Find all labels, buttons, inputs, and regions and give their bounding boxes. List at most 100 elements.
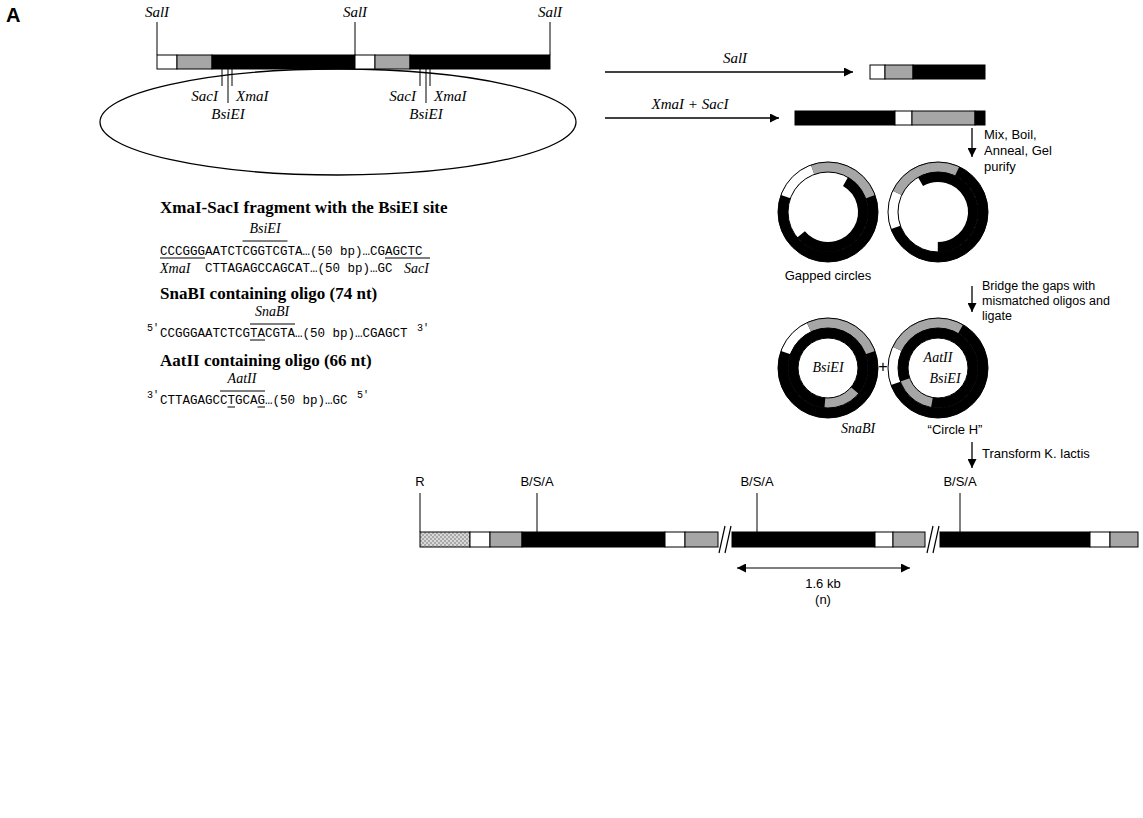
ring-white — [770, 310, 885, 425]
enzyme-label: SacI — [404, 261, 429, 277]
dna-sequence: CTTAGAGCCAGCAT…(50 bp)…GC — [205, 261, 393, 277]
xmai-tick — [232, 69, 233, 86]
ring-white — [770, 154, 885, 269]
plasmid-outline — [100, 69, 576, 175]
plasmid-insert-bar — [157, 55, 550, 69]
grey-segment — [177, 55, 212, 69]
xmai-saci-fragment — [795, 111, 985, 125]
ligated-circle — [768, 308, 888, 428]
array-ticks — [420, 493, 960, 532]
inner-strand — [890, 164, 986, 260]
ring-outline — [888, 318, 988, 418]
node-text: BsiEI — [409, 106, 442, 123]
step-arrow — [971, 286, 972, 312]
ring-outline — [778, 318, 878, 418]
edge-label: Transform K. lactis — [982, 446, 1132, 462]
black-segment — [795, 111, 895, 125]
node-text: SnaBI — [841, 421, 875, 437]
sequence-marks — [160, 241, 430, 407]
ring-grey — [878, 152, 998, 272]
edge-label: Bridge the gaps with mismatched oligos a… — [982, 279, 1137, 324]
site-tick — [757, 493, 758, 532]
site-overline — [220, 391, 265, 392]
gapped-circle — [770, 154, 885, 269]
node-text: BsiEI — [929, 371, 960, 387]
white-segment — [665, 532, 685, 547]
dotted-segment — [420, 532, 470, 547]
step-label: Mix, Boil, Anneal, Gel purify — [984, 127, 1076, 175]
white-segment — [875, 532, 893, 547]
digest-arrow — [605, 117, 779, 118]
black-segment — [940, 532, 1090, 547]
white-segment — [157, 55, 177, 69]
node-text: B/S/A — [943, 474, 976, 490]
section-heading: XmaI-SacI fragment with the BsiEI site — [160, 198, 448, 218]
dna-sequence: CCCGGGAATCTCGGTCGTA…(50 bp)…CGAGCTC — [160, 244, 423, 260]
break-marks — [719, 526, 939, 553]
site-label: AatII — [228, 371, 257, 387]
grey-segment — [1110, 532, 1138, 547]
dna-sequence: CCGGGAATCTCGTACGTA…(50 bp)…CGAGCT — [160, 326, 408, 342]
ring-grey — [878, 308, 998, 428]
tandem-array-bar — [420, 532, 1138, 547]
site-label: BsiEI — [249, 221, 280, 237]
bsiei-tick — [228, 69, 229, 103]
ring-outline — [888, 162, 988, 262]
break-slash — [933, 526, 939, 553]
sali-tick — [550, 22, 551, 55]
ligated-circle — [878, 308, 998, 428]
site-tick — [960, 493, 961, 532]
gapped-circle — [878, 152, 998, 272]
node-text: AatII — [924, 350, 953, 366]
grey-segment — [912, 111, 975, 125]
node-text: BsiEI — [812, 360, 843, 376]
node-text: SalI — [538, 4, 562, 21]
grey-segment — [375, 55, 410, 69]
node-text: XmaI — [236, 88, 269, 105]
node-text: SacI — [389, 88, 416, 105]
black-segment — [913, 65, 985, 79]
step-arrow — [971, 128, 972, 157]
site-overline — [243, 241, 288, 242]
node-text: (n) — [815, 592, 831, 608]
white-segment — [470, 532, 490, 547]
black-segment — [522, 532, 665, 547]
oligo-segment — [897, 327, 978, 408]
node-text: SalI — [145, 4, 169, 21]
node-text: BsiEI — [211, 106, 244, 123]
break-slash — [927, 526, 933, 553]
node-text: XmaI — [434, 88, 467, 105]
black-segment — [732, 532, 875, 547]
node-text: SacI — [191, 88, 218, 105]
break-slash — [725, 526, 731, 553]
ligated-circles: BsiEI SnaBI + AatII BsiEI “Circle H” — [775, 312, 1000, 442]
ring-outline — [798, 338, 858, 398]
sali-tick — [157, 22, 158, 55]
saci-tick — [222, 69, 223, 86]
node-text: + — [878, 358, 887, 376]
node-text: 1.6 kb — [805, 576, 840, 592]
ring-white — [880, 154, 995, 269]
integrated-array: RB/S/AB/S/AB/S/A1.6 kb(n) — [412, 468, 1142, 610]
bsiei-tick — [426, 69, 427, 103]
node-text: B/S/A — [520, 474, 553, 490]
ring-outline — [778, 162, 878, 262]
enzyme-label: XmaI + SacI — [652, 96, 729, 113]
dimension-arrow — [737, 567, 910, 568]
black-segment — [410, 55, 550, 69]
ring-grey — [768, 308, 888, 428]
gapped-circles: Gapped circles — [775, 160, 995, 286]
ring-outline — [898, 328, 978, 408]
node-text: R — [415, 474, 424, 490]
node-text: SalI — [343, 4, 367, 21]
white-segment — [355, 55, 375, 69]
oligo-segment — [779, 319, 878, 418]
digest-arrow — [605, 71, 853, 72]
node-text: “Circle H” — [928, 422, 983, 438]
saci-tick — [420, 69, 421, 86]
ring-outline — [788, 328, 868, 408]
ring-grey — [770, 154, 885, 269]
